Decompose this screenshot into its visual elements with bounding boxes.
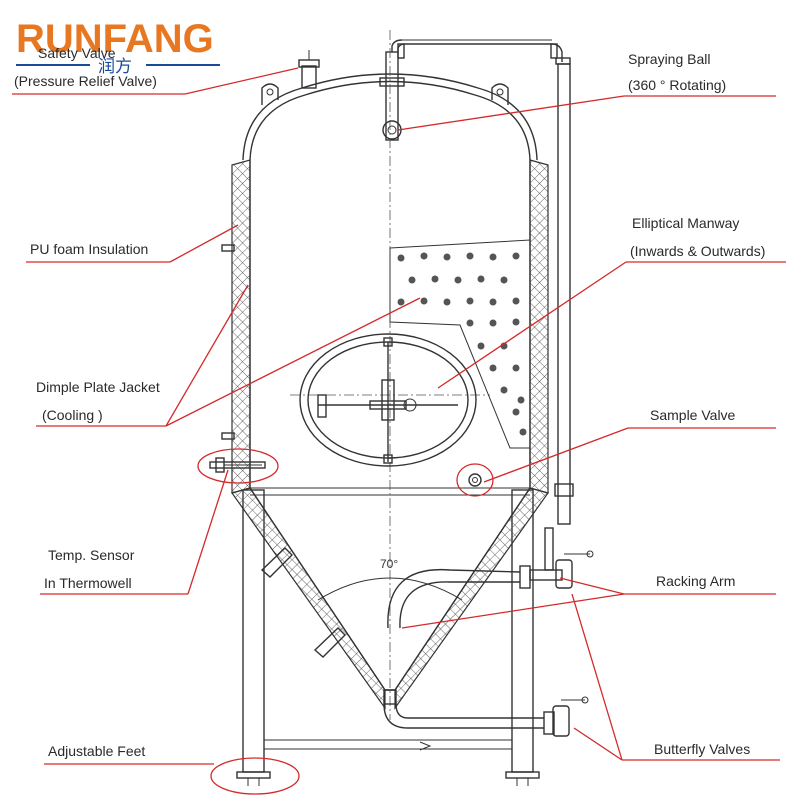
dimple-plate-region	[389, 239, 531, 449]
cone-ports	[260, 547, 346, 658]
highlight-sample-valve	[456, 463, 494, 497]
jacket-port-bottom	[221, 432, 235, 440]
tank-drawing: 70°	[209, 30, 594, 786]
label-temp-sensor: Temp. Sensor	[48, 547, 135, 563]
brand-logo: RUNFANG 润方	[16, 17, 220, 76]
racking-arm	[387, 527, 594, 629]
label-dimple-jacket-sub: (Cooling )	[42, 407, 103, 423]
elliptical-manway	[299, 333, 477, 467]
thermowell	[209, 457, 266, 473]
label-dimple-jacket: Dimple Plate Jacket	[36, 379, 160, 395]
highlight-temp-sensor	[197, 448, 279, 484]
labels: Safety Valve (Pressure Relief Valve) Spr…	[14, 45, 765, 759]
label-racking-arm: Racking Arm	[656, 573, 735, 589]
label-elliptical-manway-sub: (Inwards & Outwards)	[630, 243, 765, 259]
label-sample-valve: Sample Valve	[650, 407, 736, 423]
label-adjustable-feet: Adjustable Feet	[48, 743, 145, 759]
insulation-right	[529, 159, 549, 494]
spray-ball-pipe	[379, 39, 574, 525]
label-pu-foam: PU foam Insulation	[30, 241, 148, 257]
lifting-lug-left	[261, 83, 279, 105]
label-spraying-ball: Spraying Ball	[628, 51, 711, 67]
sample-valve	[468, 473, 482, 487]
brand-name: RUNFANG	[16, 17, 214, 61]
bottom-outlet	[383, 689, 589, 737]
label-safety-valve-sub: (Pressure Relief Valve)	[14, 73, 157, 89]
label-safety-valve: Safety Valve	[38, 45, 116, 61]
jacket-port-top	[221, 244, 235, 252]
vessel-shell	[249, 80, 531, 691]
label-elliptical-manway: Elliptical Manway	[632, 215, 739, 231]
brand-chinese: 润方	[98, 57, 132, 76]
support-legs	[236, 489, 540, 786]
dimple-dots	[397, 252, 527, 436]
insulation-left	[231, 159, 251, 494]
insulation-cone	[231, 487, 386, 710]
cone-angle-label: 70°	[380, 557, 398, 571]
insulation-cone-right	[394, 487, 549, 710]
label-butterfly-valves: Butterfly Valves	[654, 741, 750, 757]
label-temp-sensor-sub: In Thermowell	[44, 575, 132, 591]
safety-valve	[298, 50, 320, 89]
lifting-lug-right	[491, 83, 509, 105]
highlight-adjustable-feet	[210, 757, 300, 795]
label-spraying-ball-sub: (360 ° Rotating)	[628, 77, 726, 93]
annotation-lines	[12, 67, 786, 795]
